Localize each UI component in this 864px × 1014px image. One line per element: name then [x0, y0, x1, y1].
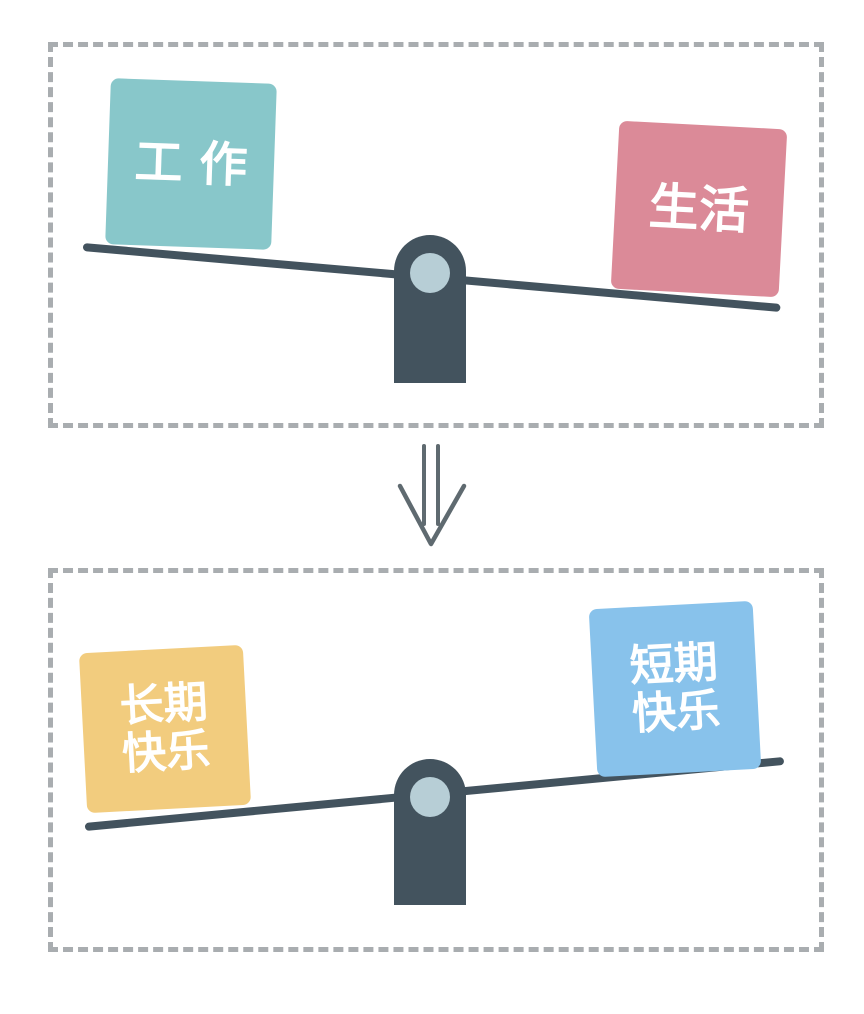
down-double-arrow-icon [397, 444, 467, 547]
long-term-happiness-block: 长期 快乐 [78, 644, 252, 814]
top-pivot-cap [410, 253, 450, 293]
bottom-scale-panel: 长期 快乐 短期 快乐 [48, 568, 824, 952]
bottom-pivot-cap [410, 777, 450, 817]
work-block: 工 作 [105, 78, 277, 250]
short-term-happiness-block: 短期 快乐 [588, 600, 762, 778]
life-block: 生活 [610, 120, 788, 298]
top-scale-panel: 工 作 生活 [48, 42, 824, 428]
